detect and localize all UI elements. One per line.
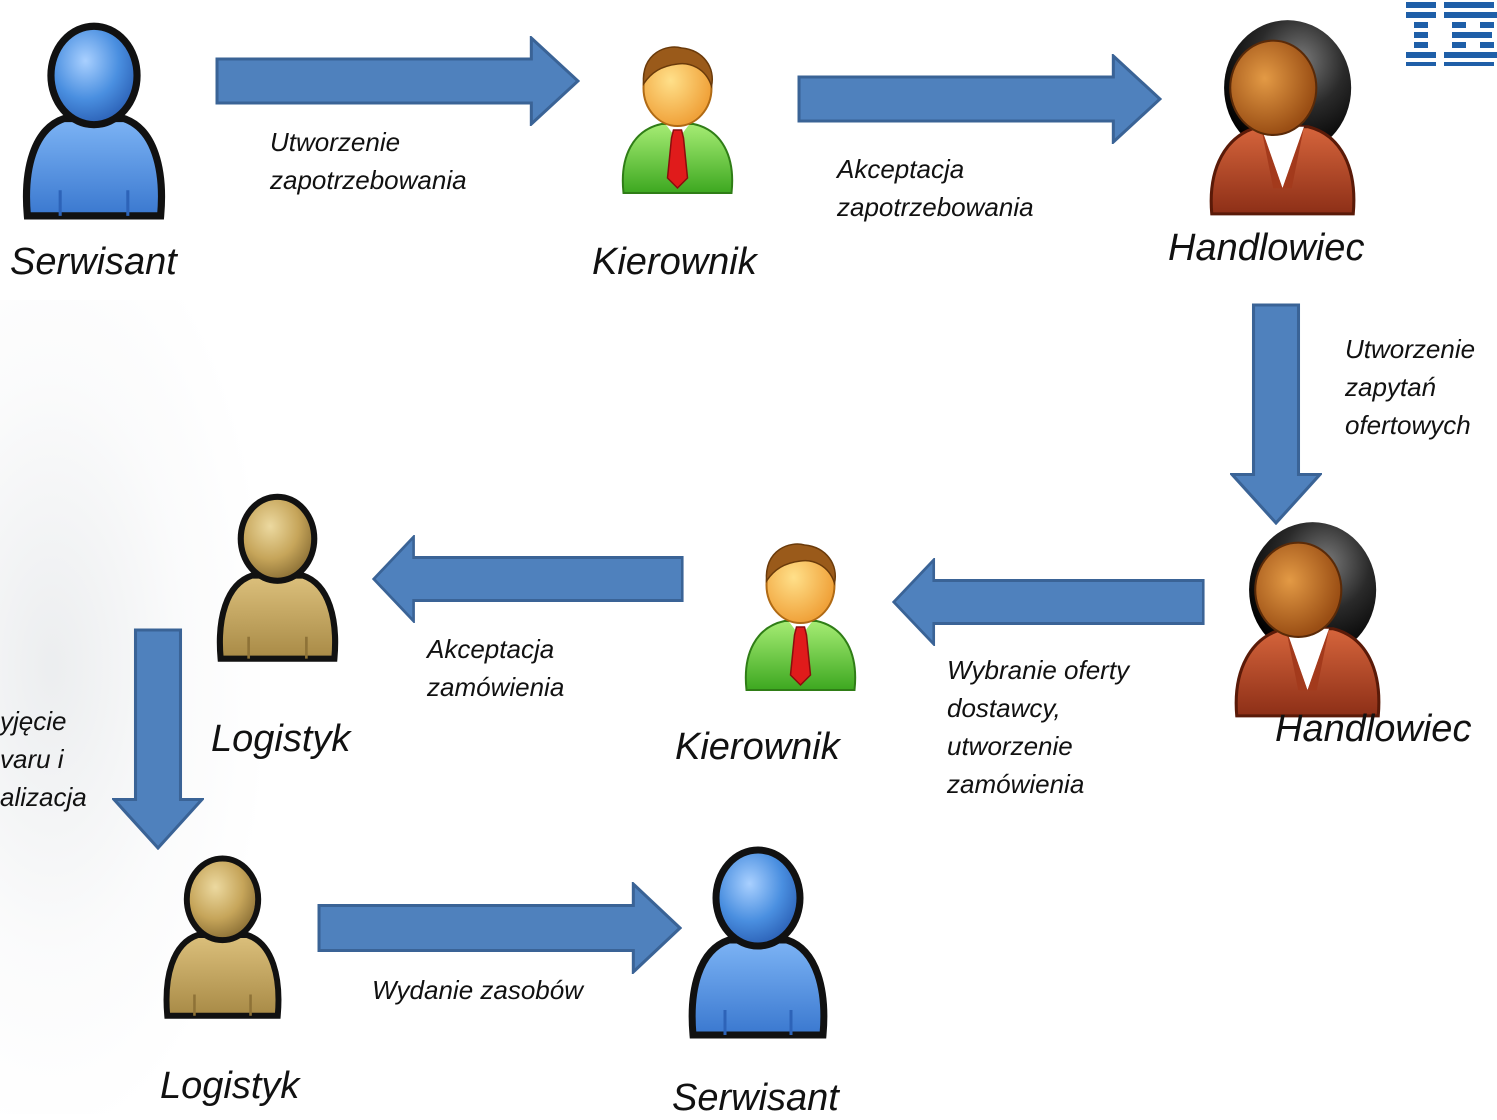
role-logistyk-bottom: Logistyk (160, 1065, 300, 1107)
arrow-step-1 (215, 36, 580, 126)
arrow-step-2 (797, 54, 1162, 144)
handlowiec-top-figure (1209, 18, 1356, 216)
role-serwisant-top: Serwisant (10, 241, 177, 283)
serwisant-top-figure (27, 26, 162, 216)
step-1-label: Utworzenie zapotrzebowania (270, 127, 467, 195)
arrow-step-7 (317, 882, 682, 974)
step-2-label: Akceptacja zapotrzebowania (837, 154, 1034, 222)
role-logistyk-mid: Logistyk (211, 718, 351, 760)
step-4-label: Wybranie oferty dostawcy, utworzenie zam… (947, 655, 1130, 799)
arrow-step-3 (1230, 303, 1322, 525)
arrow-step-5 (372, 535, 684, 623)
role-handlowiec-top: Handlowiec (1168, 227, 1365, 269)
serwisant-bottom-figure (692, 850, 824, 1035)
step-6-label: yjęcie varu i alizacja (0, 706, 87, 812)
role-serwisant-bottom: Serwisant (672, 1077, 839, 1119)
role-kierownik-mid: Kierownik (675, 726, 840, 768)
ibm-logo (1406, 2, 1497, 66)
kierownik-top-figure (621, 46, 734, 195)
step-7-label: Wydanie zasobów (372, 975, 583, 1005)
role-handlowiec-mid: Handlowiec (1275, 708, 1472, 750)
role-kierownik-top: Kierownik (592, 241, 757, 283)
arrow-step-6 (112, 628, 204, 850)
logistyk-mid-figure (220, 497, 335, 659)
step-5-label: Akceptacja zamówienia (427, 634, 565, 702)
arrow-step-4 (892, 558, 1205, 646)
step-3-label: Utworzenie zapytań ofertowych (1345, 334, 1476, 440)
kierownik-mid-figure (744, 543, 857, 692)
logistyk-bottom-figure (167, 859, 279, 1016)
handlowiec-mid-figure (1234, 520, 1381, 718)
